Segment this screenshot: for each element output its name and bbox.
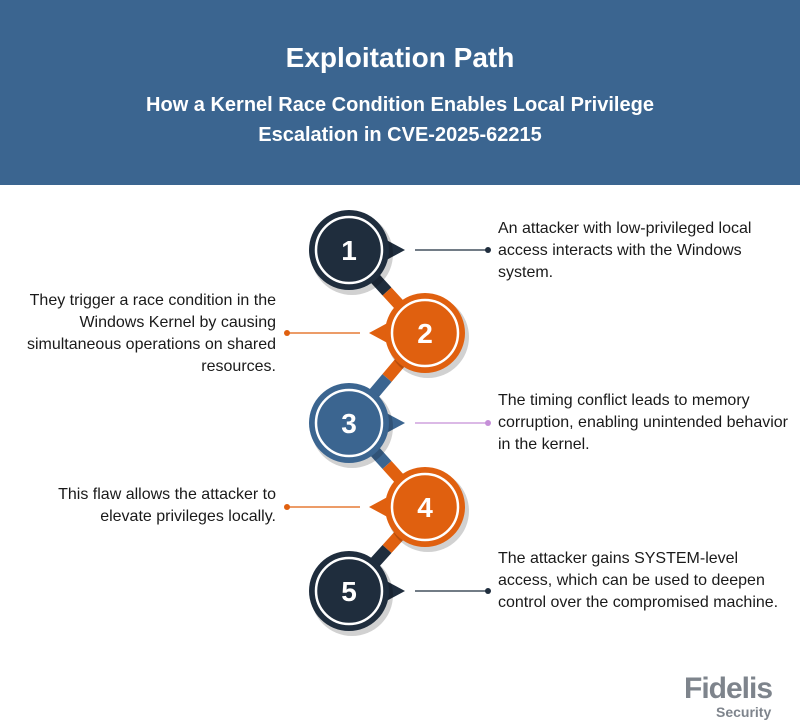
step-number: 1 xyxy=(341,235,357,266)
step-circle xyxy=(309,383,389,463)
page-title: Exploitation Path xyxy=(285,42,515,73)
step-number: 5 xyxy=(341,576,357,607)
step-number: 3 xyxy=(341,408,357,439)
logo-tagline: Security xyxy=(716,704,772,720)
step-ring xyxy=(390,298,460,368)
step-ring xyxy=(314,556,384,626)
step-2-text: They trigger a race condition in the Win… xyxy=(26,292,276,375)
step-ring xyxy=(390,472,460,542)
leader-dot xyxy=(284,330,290,336)
step-circle xyxy=(385,467,465,547)
step-1-text: An attacker with low-privileged local ac… xyxy=(498,220,752,281)
step-circle xyxy=(309,210,389,290)
leader-dot xyxy=(284,504,290,510)
step-circle xyxy=(385,293,465,373)
page-subtitle: How a Kernel Race Condition Enables Loca… xyxy=(146,94,654,146)
step-3-text: The timing conflict leads to memory corr… xyxy=(498,392,788,453)
header-banner: Exploitation Path How a Kernel Race Cond… xyxy=(0,0,800,185)
step-ring xyxy=(314,388,384,458)
leader-dot xyxy=(485,588,491,594)
step-4-text: This flaw allows the attacker to elevate… xyxy=(58,486,276,525)
step-number: 2 xyxy=(417,318,433,349)
logo-name: Fidelis xyxy=(684,672,773,705)
step-circle xyxy=(309,551,389,631)
step-ring xyxy=(314,215,384,285)
leader-dot xyxy=(485,420,491,426)
fidelis-logo: Fidelis Security xyxy=(684,672,773,720)
step-5-text: The attacker gains SYSTEM-level access, … xyxy=(498,550,779,611)
leader-dot xyxy=(485,247,491,253)
step-number: 4 xyxy=(417,492,433,523)
